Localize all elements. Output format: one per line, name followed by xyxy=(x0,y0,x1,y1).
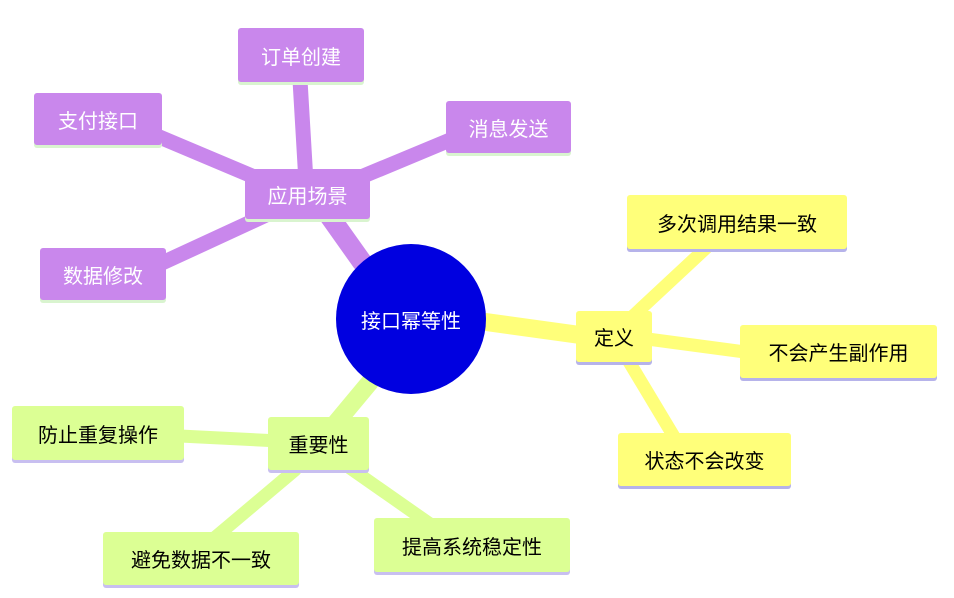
leaf-message-send[interactable]: 消息发送 xyxy=(446,101,571,153)
leaf-prevent-duplicate-label: 防止重复操作 xyxy=(38,422,158,447)
leaf-payment-api-label: 支付接口 xyxy=(58,108,138,133)
leaf-prevent-duplicate[interactable]: 防止重复操作 xyxy=(12,406,184,460)
link-scenes-order xyxy=(292,72,314,190)
leaf-improve-stability-label: 提高系统稳定性 xyxy=(402,534,542,559)
link-definition-nostate xyxy=(615,343,683,447)
leaf-avoid-inconsistency-label: 避免数据不一致 xyxy=(131,548,271,572)
leaf-data-modify-label: 数据修改 xyxy=(63,263,143,288)
link-definition-nosideeffect xyxy=(633,331,752,359)
branch-scenes[interactable]: 应用场景 xyxy=(245,169,370,219)
branch-scenes-label: 应用场景 xyxy=(267,183,348,208)
leaf-avoid-inconsistency[interactable]: 避免数据不一致 xyxy=(103,532,299,585)
root-label: 接口幂等性 xyxy=(361,308,461,333)
leaf-consistent-result[interactable]: 多次调用结果一致 xyxy=(627,195,847,249)
leaf-payment-api[interactable]: 支付接口 xyxy=(34,93,162,145)
link-importance-inconsistent xyxy=(205,463,302,547)
link-importance-stability xyxy=(343,461,437,531)
leaf-state-unchanged-label: 状态不会改变 xyxy=(644,449,765,473)
leaf-no-side-effect[interactable]: 不会产生副作用 xyxy=(740,325,937,378)
branch-importance-label: 重要性 xyxy=(288,433,349,457)
leaf-consistent-result-label: 多次调用结果一致 xyxy=(657,211,817,236)
leaf-improve-stability[interactable]: 提高系统稳定性 xyxy=(374,518,570,572)
leaf-no-side-effect-label: 不会产生副作用 xyxy=(768,341,909,365)
leaf-message-send-label: 消息发送 xyxy=(468,116,549,141)
branch-definition[interactable]: 定义 xyxy=(576,311,652,362)
branch-definition-label: 定义 xyxy=(594,326,634,350)
branch-importance[interactable]: 重要性 xyxy=(268,417,369,470)
leaf-state-unchanged[interactable]: 状态不会改变 xyxy=(618,433,791,486)
root-node[interactable]: 接口幂等性 xyxy=(336,244,486,394)
link-root-definition xyxy=(477,313,589,344)
leaf-data-modify[interactable]: 数据修改 xyxy=(40,248,166,300)
leaf-order-create-label: 订单创建 xyxy=(261,44,341,69)
leaf-order-create[interactable]: 订单创建 xyxy=(238,28,364,82)
